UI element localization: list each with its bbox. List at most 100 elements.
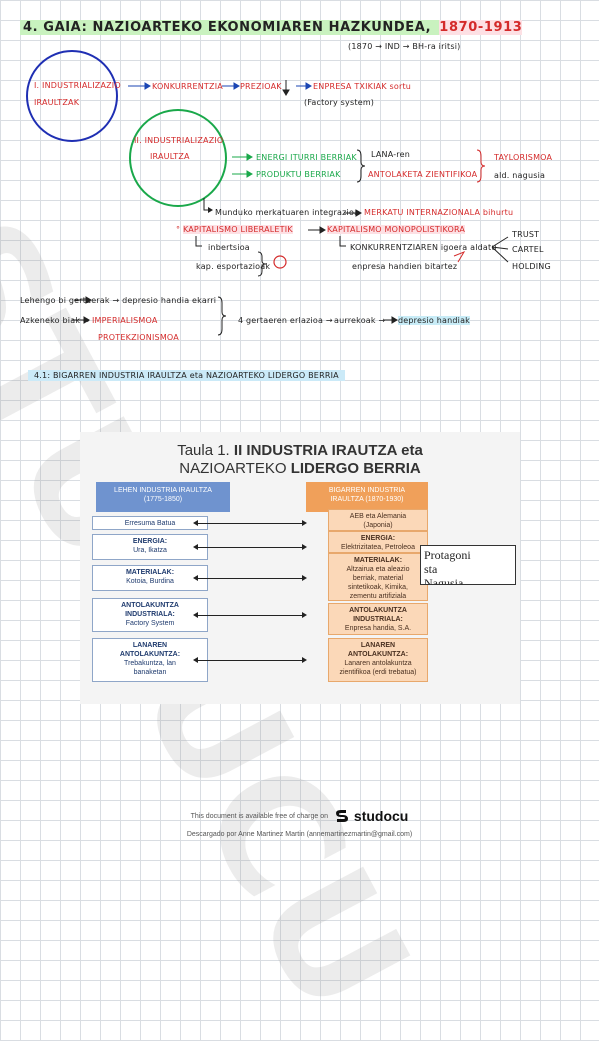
protagonista-line1: Protagoni bbox=[424, 548, 471, 562]
right-row-4-head1: ANTOLAKUNTZA bbox=[349, 607, 407, 614]
first-rev-circle bbox=[26, 50, 118, 142]
cartel-label: CARTEL bbox=[512, 245, 544, 254]
title-years: 1870-1913 bbox=[439, 20, 523, 35]
left-row-5: LANAREN ANTOLAKUNTZA: Trebakuntza, lan b… bbox=[92, 638, 208, 682]
left-row-2: ENERGIA: Ura, Ikatza bbox=[92, 534, 208, 560]
holding-label: HOLDING bbox=[512, 262, 551, 271]
left-row-3-head: MATERIALAK: bbox=[125, 569, 175, 576]
diagram-shapes bbox=[26, 50, 509, 336]
left-head-2: (1775-1850) bbox=[143, 496, 183, 503]
right-row-4-head2: INDUSTRIALA: bbox=[353, 616, 403, 623]
right-row-2-text: Elektrizitatea, Petroleoa bbox=[341, 544, 415, 551]
right-row-1-text2: (Japonia) bbox=[363, 522, 393, 529]
row-3-arrow bbox=[193, 575, 307, 581]
right-row-3-text4: zementu artifiziala bbox=[349, 593, 407, 600]
right-row-5-head2: ANTOLAKUNTZA: bbox=[347, 651, 409, 658]
protagonista-note: Protagoni sta Nagusia bbox=[420, 545, 516, 585]
enpresa-handien-label: enpresa handien bitartez bbox=[352, 262, 458, 271]
first-rev-line2: IRAULTZAK bbox=[34, 98, 80, 107]
footer-available: This document is available free of charg… bbox=[0, 808, 599, 824]
table-title-a: Taula 1. bbox=[177, 442, 234, 459]
protekzionismoa-label: PROTEKZIONISMOA bbox=[98, 333, 179, 342]
table-title-line1: Taula 1. II INDUSTRIA IRAUTZA eta bbox=[80, 442, 520, 459]
left-column-header: LEHEN INDUSTRIA IRAULTZA (1775-1850) bbox=[96, 482, 230, 512]
table-title-d: LIDERGO BERRIA bbox=[290, 460, 421, 477]
imperialismoa-label: IMPERIALISMOA bbox=[92, 316, 158, 325]
first-rev-line1: I. INDUSTRIALIZAZIO bbox=[34, 81, 121, 90]
right-row-4: ANTOLAKUNTZA INDUSTRIALA: Enpresa handia… bbox=[328, 603, 428, 635]
lau-gertaeren-label: 4 gertaeren erlazioa → bbox=[238, 316, 333, 325]
right-row-3-text3: sintetikoak, Kimika, bbox=[348, 584, 408, 591]
table-title-c: NAZIOARTEKO bbox=[179, 460, 291, 477]
azkeneko-label: Azkeneko biak → bbox=[20, 316, 90, 325]
lana-ren-label: LANA-ren bbox=[371, 150, 410, 159]
row-2-arrow bbox=[193, 544, 307, 550]
right-row-3: MATERIALAK: Altzairua eta aleazio berria… bbox=[328, 553, 428, 601]
protagonista-line3: Nagusia bbox=[424, 576, 464, 585]
trust-label: TRUST bbox=[512, 230, 540, 239]
row-4-arrow bbox=[193, 612, 307, 618]
right-head-2: IRAULTZA (1870-1930) bbox=[330, 496, 404, 503]
merkatu-label: MERKATU INTERNAZIONALA bihurtu bbox=[364, 208, 514, 217]
row-1-arrow bbox=[193, 520, 307, 526]
right-row-5-text2: zientifikoa (erdi trebatua) bbox=[339, 669, 417, 676]
left-row-3-text: Kotoia, Burdina bbox=[126, 578, 174, 585]
ald-nagusia-label: ald. nagusia bbox=[494, 171, 546, 180]
taylorismoa-label: TAYLORISMOA bbox=[494, 153, 553, 162]
right-row-2: ENERGIA: Elektrizitatea, Petroleoa bbox=[328, 531, 428, 553]
aurrekoak-label: aurrekoak → bbox=[334, 316, 386, 325]
right-row-3-text1: Altzairua eta aleazio bbox=[346, 566, 410, 573]
right-row-3-text2: berriak, material bbox=[352, 575, 404, 582]
inbertsioa-label: inbertsioa bbox=[208, 243, 250, 252]
table-title-b: II INDUSTRIA IRAUTZA eta bbox=[233, 442, 423, 459]
second-rev-line1: II. INDUSTRIALIZAZIO bbox=[134, 136, 224, 145]
right-row-4-text: Enpresa handia, S.A. bbox=[344, 625, 412, 632]
right-row-5: LANAREN ANTOLAKUNTZA: Lanaren antolakunt… bbox=[328, 638, 428, 682]
kap-esportazioak-label: kap. esportazioak bbox=[196, 262, 271, 271]
right-head-1: BIGARREN INDUSTRIA bbox=[328, 487, 406, 494]
left-row-5-text2: banaketan bbox=[133, 669, 167, 676]
depresio-handiak-label: depresio handiak bbox=[398, 316, 471, 325]
konkurrentzia-label: KONKURRENTZIA bbox=[152, 82, 223, 91]
left-row-1: Erresuma Batua bbox=[92, 516, 208, 530]
energi-iturri-label: ENERGI ITURRI BERRIAK bbox=[256, 153, 357, 162]
studocu-brand[interactable]: studocu bbox=[353, 808, 409, 824]
left-row-4-head1: ANTOLAKUNTZA bbox=[121, 602, 179, 609]
kap-lib-text: KAPITALISMO LIBERALETIK bbox=[182, 225, 293, 234]
kapitalismo-liberaletik-label: ° KAPITALISMO LIBERALETIK bbox=[176, 225, 293, 234]
left-row-1-text: Erresuma Batua bbox=[124, 520, 176, 527]
second-rev-line2: IRAULTZA bbox=[150, 152, 190, 161]
left-row-5-head2: ANTOLAKUNTZA: bbox=[119, 651, 181, 658]
konkurrentzia-igoera-label: KONKURRENTZIAREN igoera aldatu bbox=[350, 243, 497, 252]
right-column-header: BIGARREN INDUSTRIA IRAULTZA (1870-1930) bbox=[306, 482, 428, 512]
left-row-4-head2: INDUSTRIALA: bbox=[125, 611, 175, 618]
right-row-2-head: ENERGIA: bbox=[360, 535, 396, 542]
title-main: NAZIOARTEKO EKONOMIAREN HAZKUNDEA, bbox=[92, 20, 437, 35]
left-row-3: MATERIALAK: Kotoia, Burdina bbox=[92, 565, 208, 591]
row-5-arrow bbox=[193, 657, 307, 663]
prezioak-label: PREZIOAK bbox=[240, 82, 282, 91]
title-prefix: 4. GAIA: bbox=[23, 20, 93, 35]
right-row-3-head: MATERIALAK: bbox=[353, 557, 403, 564]
studocu-logo-icon bbox=[334, 809, 348, 823]
lehengo-label: Lehengo bi gertaerak → depresio handia e… bbox=[20, 296, 217, 305]
left-row-4: ANTOLAKUNTZA INDUSTRIALA: Factory System bbox=[92, 598, 208, 632]
footer-descargado: Descargado por Anne Martinez Martin (ann… bbox=[186, 831, 413, 838]
produktu-berriak-label: PRODUKTU BERRIAK bbox=[256, 170, 341, 179]
left-row-5-head1: LANAREN bbox=[132, 642, 168, 649]
second-rev-circle bbox=[129, 109, 227, 207]
left-row-2-head: ENERGIA: bbox=[132, 538, 168, 545]
munduko-label: Munduko merkatuaren integrazioa bbox=[215, 208, 360, 217]
right-row-5-text1: Lanaren antolakuntza bbox=[344, 660, 412, 667]
right-row-1: AEB eta Alemania (Japonia) bbox=[328, 509, 428, 531]
antolaketa-label: ANTOLAKETA ZIENTIFIKOA bbox=[368, 170, 478, 179]
factory-system-label: (Factory system) bbox=[304, 98, 375, 107]
left-head-1: LEHEN INDUSTRIA IRAULTZA bbox=[114, 487, 212, 494]
table-title-line2: NAZIOARTEKO LIDERGO BERRIA bbox=[80, 460, 520, 477]
kapitalismo-monopolistikora-label: KAPITALISMO MONOPOLISTIKORA bbox=[327, 225, 466, 234]
subtitle: (1870 → IND → BH-ra iritsi) bbox=[348, 42, 461, 51]
right-row-5-head1: LANAREN bbox=[360, 642, 396, 649]
left-row-2-text: Ura, Ikatza bbox=[133, 547, 167, 554]
right-row-1-text1: AEB eta Alemania bbox=[349, 513, 407, 520]
page-title: 4. GAIA: NAZIOARTEKO EKONOMIAREN HAZKUND… bbox=[20, 20, 523, 35]
